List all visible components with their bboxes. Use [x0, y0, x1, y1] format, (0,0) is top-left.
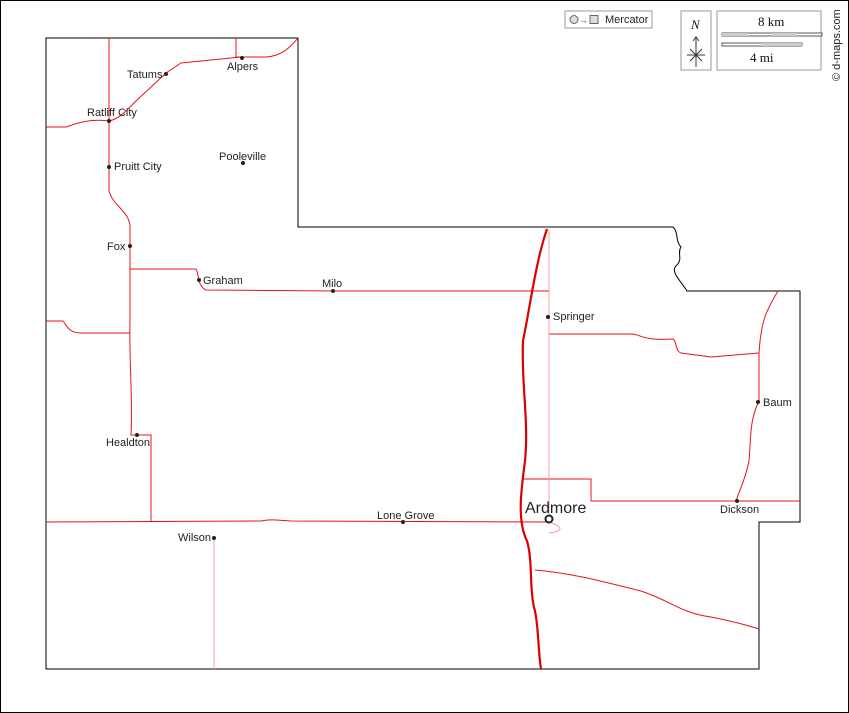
svg-text:Pruitt City: Pruitt City [114, 161, 162, 173]
town-fox: Fox [107, 241, 132, 253]
town-alpers: Alpers [227, 56, 259, 73]
road [46, 37, 299, 128]
svg-text:Ardmore: Ardmore [525, 500, 586, 517]
scale-bar: 8 km 4 mi [716, 10, 823, 71]
town-wilson: Wilson [178, 532, 216, 544]
svg-text:→: → [579, 15, 588, 25]
svg-text:Baum: Baum [763, 397, 792, 409]
svg-text:Healdton: Healdton [106, 437, 150, 449]
town-ratliff-city: Ratliff City [87, 107, 137, 123]
road [46, 320, 130, 334]
county-border [45, 37, 801, 670]
town-milo: Milo [322, 278, 342, 293]
svg-text:Milo: Milo [322, 278, 342, 290]
north-arrow-icon [687, 36, 705, 67]
road [549, 290, 779, 502]
svg-text:8 km: 8 km [758, 14, 784, 29]
compass: N [680, 10, 712, 71]
svg-text:4 mi: 4 mi [750, 50, 774, 65]
svg-text:Mercator: Mercator [605, 14, 649, 26]
minor-road [213, 227, 561, 669]
svg-text:Dickson: Dickson [720, 504, 759, 516]
town-graham: Graham [197, 275, 243, 287]
svg-text:Alpers: Alpers [227, 61, 259, 73]
projection-legend: → Mercator [564, 10, 653, 29]
svg-text:Ratliff City: Ratliff City [87, 107, 137, 119]
town-dickson: Dickson [720, 499, 759, 516]
svg-text:Fox: Fox [107, 241, 126, 253]
town-pruitt-city: Pruitt City [107, 161, 162, 173]
svg-text:Graham: Graham [203, 275, 243, 287]
svg-text:Wilson: Wilson [178, 532, 211, 544]
svg-text:Tatums: Tatums [127, 69, 163, 81]
town-ardmore: Ardmore [525, 500, 586, 524]
circle-to-square-icon: → [569, 15, 599, 25]
road [108, 38, 152, 522]
svg-text:Lone Grove: Lone Grove [377, 510, 434, 522]
road [523, 478, 800, 502]
town-springer: Springer [546, 311, 595, 323]
credit: © d-maps.com [831, 9, 843, 81]
svg-text:Springer: Springer [553, 311, 595, 323]
road [534, 569, 760, 630]
road [45, 519, 550, 523]
highway [519, 228, 549, 670]
svg-text:N: N [690, 17, 701, 32]
town-healdton: Healdton [106, 433, 150, 449]
town-lone-grove: Lone Grove [377, 510, 434, 524]
towns: Alpers Tatums Ratliff City Pruitt City P… [87, 56, 792, 544]
roads [45, 37, 800, 630]
town-baum: Baum [756, 397, 792, 409]
town-tatums: Tatums [127, 69, 168, 81]
svg-text:Pooleville: Pooleville [219, 151, 266, 163]
town-pooleville: Pooleville [219, 151, 266, 165]
